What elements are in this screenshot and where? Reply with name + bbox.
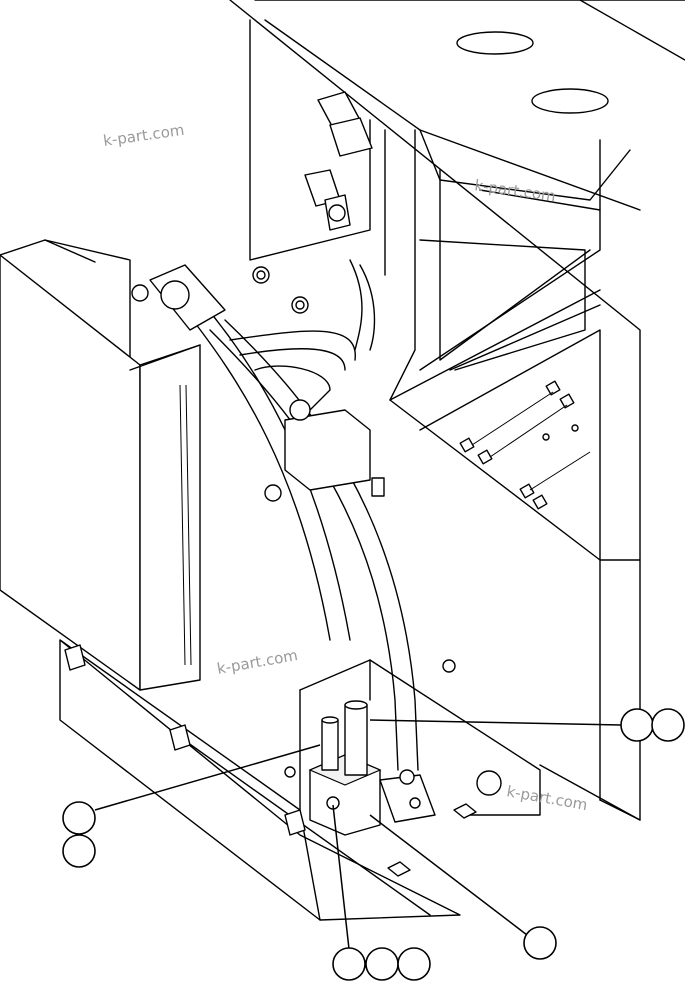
base-plate (59, 639, 541, 921)
watermark-bottom-right: k-part.com (505, 782, 589, 814)
callout-right-a (620, 708, 654, 742)
callout-bottom-b (365, 947, 399, 981)
leader-bottom-right (369, 814, 528, 936)
wall-fittings (459, 380, 591, 510)
solenoid-valves (304, 91, 373, 231)
callout-right-b (651, 708, 685, 742)
callout-left-a (62, 801, 96, 835)
chassis-wall (249, 19, 641, 821)
wall-bolts (252, 266, 309, 314)
leader-lines (94, 719, 622, 950)
lower-valve-block (308, 700, 436, 836)
watermark-top-right: k-part.com (473, 176, 556, 205)
callout-bottom-a (332, 947, 366, 981)
callout-left-b (62, 834, 96, 868)
pressure-switch (131, 264, 226, 331)
hydraulic-hoses (184, 259, 419, 771)
callouts (62, 708, 685, 981)
watermark-middle: k-part.com (216, 646, 300, 678)
radiator-box (0, 239, 201, 691)
upper-frame (229, 0, 685, 561)
mid-valve-block (264, 399, 385, 502)
watermark-top-left: k-part.com (102, 121, 185, 150)
leader-right (369, 719, 622, 726)
callout-bottom-right (523, 926, 557, 960)
leader-bottom (332, 804, 350, 950)
leader-left (94, 744, 321, 811)
callout-bottom-c (397, 947, 431, 981)
